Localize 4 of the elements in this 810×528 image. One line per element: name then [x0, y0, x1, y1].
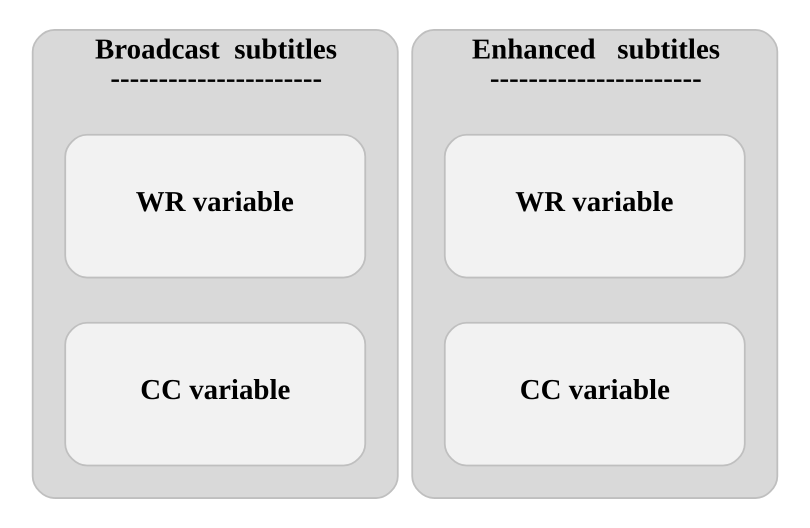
node-box: CC variable: [444, 322, 746, 466]
node-box: WR variable: [64, 134, 366, 278]
node-box: CC variable: [64, 322, 366, 466]
node-box: WR variable: [444, 134, 746, 278]
